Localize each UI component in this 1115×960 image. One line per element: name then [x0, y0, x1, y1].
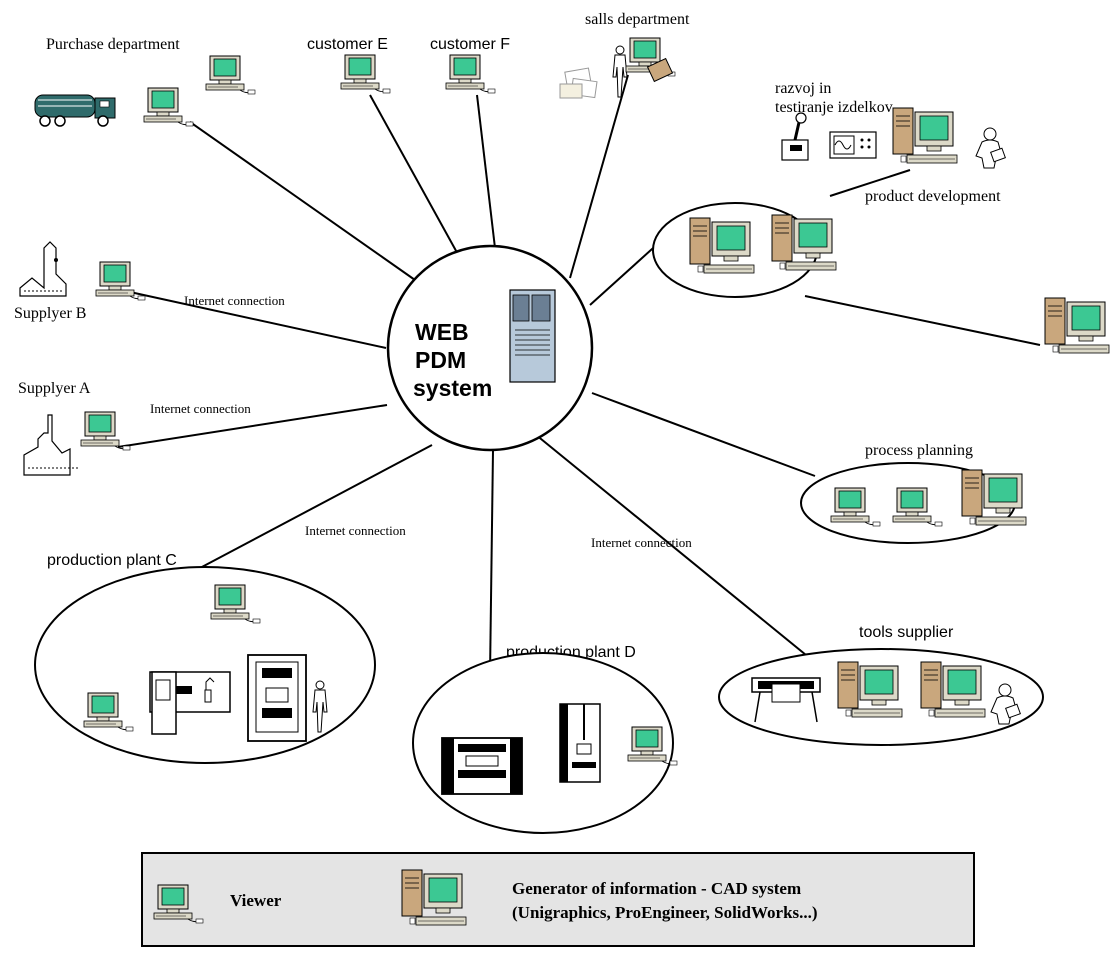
oscilloscope-icon: [829, 131, 877, 159]
supplier-a-connection: Internet connection: [150, 401, 251, 416]
purchase-node: Purchase department: [34, 36, 256, 127]
razvoj-label-1: razvoj in: [775, 80, 831, 97]
supplier-a-viewer: [80, 411, 131, 451]
plant-c-ellipse: [34, 566, 376, 764]
truck-icon: [34, 94, 116, 127]
razvoj-node: razvoj in testiranje izdelkov: [775, 80, 1006, 169]
tools-supplier-label: tools supplier: [859, 624, 954, 641]
process-planning-node: process planning: [800, 442, 1027, 544]
legend-generator-line1: Generator of information - CAD system: [512, 879, 801, 898]
plant-c-node: production plant C Internet connection: [34, 523, 406, 764]
plotter-icon: [751, 677, 821, 723]
legend: Viewer Generator of information - CAD sy…: [141, 852, 975, 947]
legend-viewer-label: Viewer: [230, 891, 282, 910]
link-supplier-b: [129, 291, 387, 349]
supplier-b-connection: Internet connection: [184, 293, 285, 308]
supplier-a-label: Supplyer A: [18, 380, 91, 397]
link-sales: [569, 74, 629, 279]
link-customer-f: [476, 94, 496, 249]
engineer-icon: [975, 127, 1006, 169]
legend-box: [141, 852, 975, 947]
documents-icon: [559, 67, 598, 99]
plant-c-connection: Internet connection: [305, 523, 406, 538]
customer-f-node: customer F: [430, 36, 510, 94]
link-razvoj: [829, 169, 911, 197]
product-dev-node: product development: [652, 188, 1001, 298]
sales-node: salls department: [559, 11, 690, 99]
customer-e-viewer: [340, 54, 391, 94]
customer-e-node: customer E: [307, 36, 391, 94]
link-customer-e: [369, 94, 461, 259]
link-supplier-a: [117, 404, 388, 448]
link-plant-d: [489, 449, 494, 676]
center-line3: system: [413, 375, 492, 401]
lathe-icon: [149, 671, 231, 735]
process-planning-label: process planning: [865, 442, 973, 459]
customer-f-label: customer F: [430, 36, 510, 53]
center-line2: PDM: [415, 347, 466, 373]
product-dev-label: product development: [865, 188, 1001, 205]
package-icon: [646, 57, 674, 83]
purchase-viewer-1: [143, 87, 194, 127]
drill-icon: [559, 703, 601, 783]
link-product-dev: [589, 239, 663, 306]
supplier-b-node: Supplyer B Internet connection: [14, 241, 285, 322]
connection-lines: [117, 74, 1041, 676]
server-icon: [509, 289, 556, 383]
sales-label: salls department: [585, 11, 690, 28]
link-process: [591, 392, 816, 477]
razvoj-cad: [892, 107, 958, 164]
legend-generator-line2: (Unigraphics, ProEngineer, SolidWorks...…: [512, 903, 818, 922]
link-extra-cad: [804, 295, 1041, 346]
center-line1: WEB: [415, 319, 469, 345]
plant-d-connection: Internet connection: [591, 535, 692, 550]
supplier-b-label: Supplyer B: [14, 305, 86, 322]
tools-supplier-node: tools supplier: [718, 624, 1044, 746]
supplier-a-node: Supplyer A Internet connection: [18, 380, 251, 476]
link-tools: [529, 429, 807, 656]
factory-b-icon: [19, 241, 67, 297]
link-purchase: [189, 121, 416, 281]
razvoj-label-2: testiranje izdelkov: [775, 99, 893, 116]
purchase-viewer-2: [205, 55, 256, 95]
plant-d-node: production plant D Internet connection: [412, 535, 692, 834]
web-pdm-node: WEB PDM system: [386, 244, 594, 452]
customer-e-label: customer E: [307, 36, 388, 53]
stamping-press-icon: [441, 737, 523, 795]
plant-c-label: production plant C: [47, 552, 177, 569]
purchase-label: Purchase department: [46, 36, 180, 53]
remote-cad: [1044, 297, 1110, 354]
customer-f-viewer: [445, 54, 496, 94]
microscope-icon: [781, 112, 809, 161]
press-icon: [247, 654, 307, 742]
factory-a-icon: [23, 414, 78, 476]
link-plant-c: [199, 444, 433, 569]
